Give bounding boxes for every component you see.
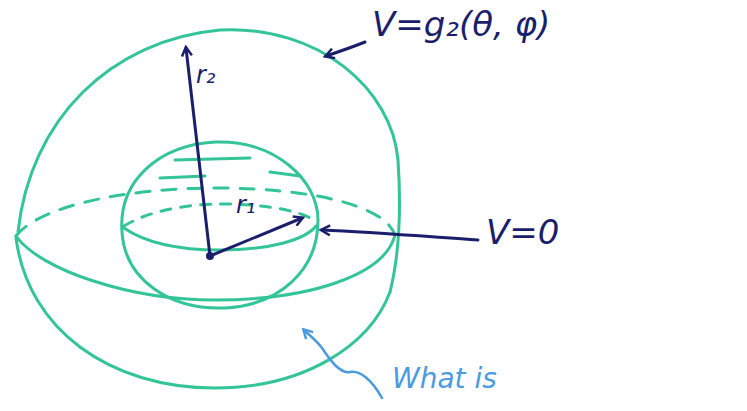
radius-arrows — [186, 42, 478, 256]
callout-arrow — [304, 330, 382, 398]
radius-label: r₁ — [236, 192, 256, 218]
sphere-outlines — [16, 30, 400, 388]
boundary-condition: V=0 — [486, 214, 559, 251]
radius-label: r₂ — [196, 62, 216, 88]
question-note: What is — [392, 364, 497, 395]
boundary-condition: V=g₂(θ, φ) — [372, 6, 550, 43]
